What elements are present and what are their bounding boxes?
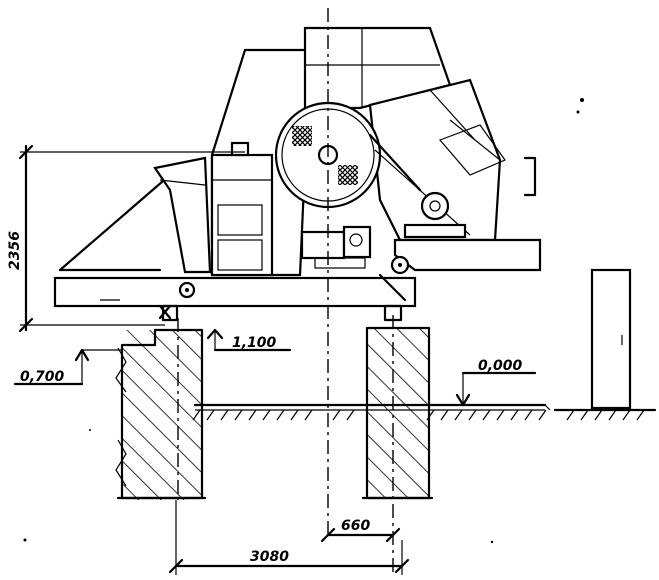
dimension-660 [320,527,401,543]
level-0700-marker [13,348,122,386]
control-cabinet [590,268,632,410]
level-zero-label: 0,000 [478,358,523,374]
level-0700-label: 0,700 [20,369,65,385]
level-1100-label: 1,100 [232,335,277,351]
dimension-660-label: 660 [341,518,370,534]
height-dimension [18,144,245,333]
base-frame [53,276,417,322]
dimension-3080-label: 3080 [250,549,289,565]
left-support [58,156,212,274]
height-dimension-label: 2356 [7,231,23,270]
drive-assembly [368,133,542,302]
level-zero-marker [455,371,537,407]
dimension-3080 [168,500,410,575]
motor [300,225,372,269]
scan-specks [23,98,584,544]
right-foundation-pillar [361,315,434,575]
level-1100-marker [206,328,292,352]
left-foundation-pillar [115,318,207,500]
